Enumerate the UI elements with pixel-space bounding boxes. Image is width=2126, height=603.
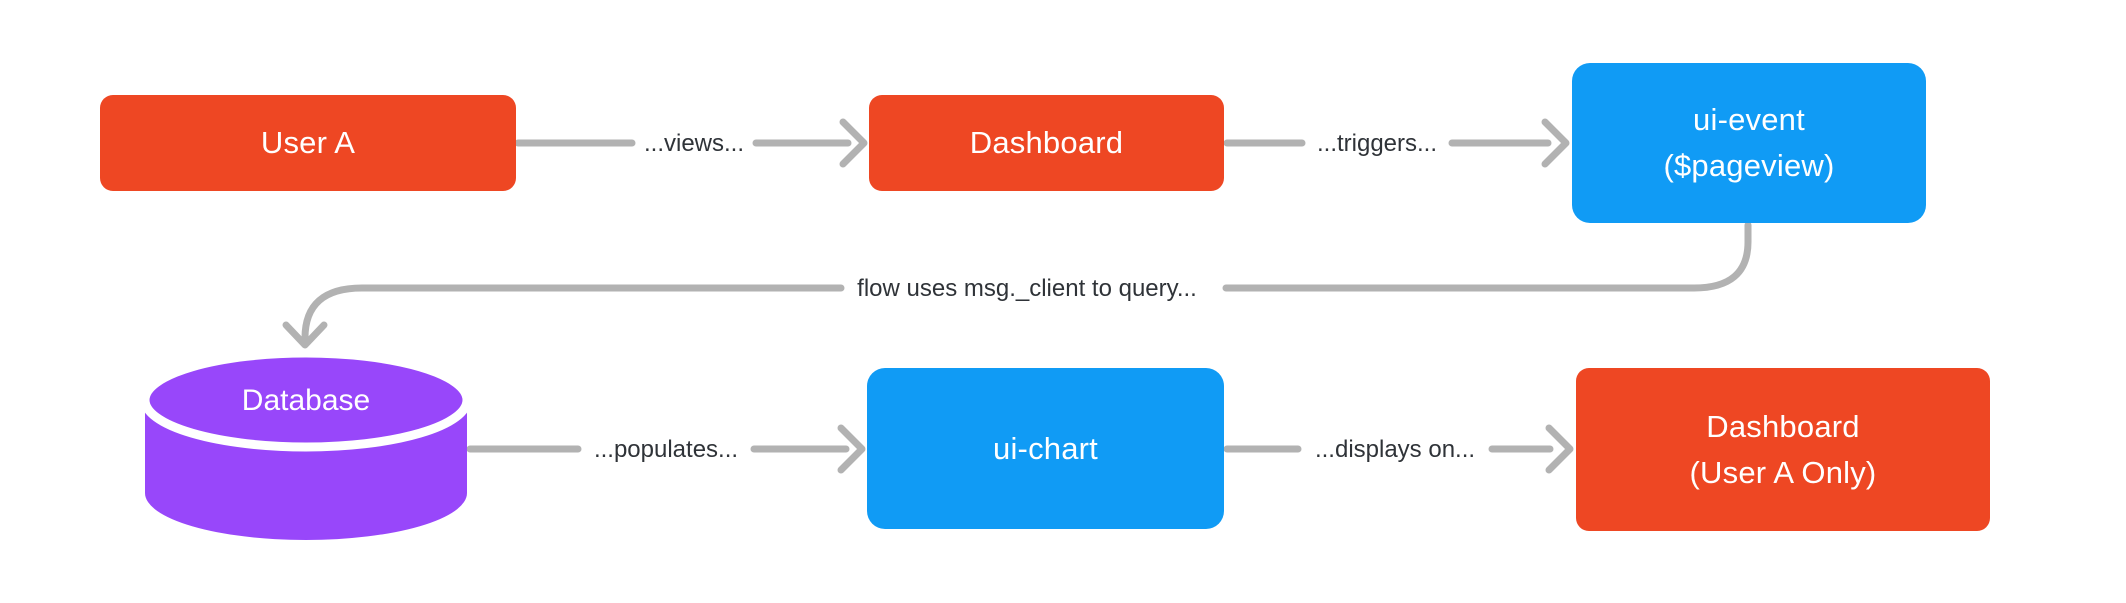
- node-dashboard-user-a-only: Dashboard (User A Only): [1576, 368, 1990, 531]
- edge-triggers-arrowhead-icon: [1541, 118, 1570, 168]
- edge-label-displays-on: ...displays on...: [1314, 436, 1476, 463]
- edge-populates-arrowhead-icon: [837, 424, 866, 474]
- edge-query-arrowhead-icon: [282, 321, 328, 349]
- edge-query-line-start: [1222, 221, 1752, 292]
- edge-displays-arrowhead-icon: [1545, 424, 1574, 474]
- edge-query-line-end: [301, 284, 845, 342]
- edge-label-views: ...views...: [643, 130, 745, 157]
- node-user-a: User A: [100, 95, 516, 191]
- node-ui-chart-label: ui-chart: [993, 430, 1098, 466]
- edge-label-query: flow uses msg._client to query...: [857, 275, 1197, 302]
- node-ui-chart: ui-chart: [867, 368, 1224, 529]
- database-cylinder-body: [145, 400, 467, 540]
- edge-label-populates: ...populates...: [593, 436, 739, 463]
- node-dashboard-label: Dashboard: [969, 125, 1124, 160]
- node-dashboard-user-a-only-label-line1: Dashboard: [1706, 408, 1860, 444]
- node-ui-event-label-line1: ui-event: [1693, 102, 1805, 137]
- edge-label-triggers: ...triggers...: [1316, 130, 1438, 157]
- node-dashboard-user-a-only-label-line2: (User A Only): [1689, 454, 1877, 490]
- node-user-a-label: User A: [260, 125, 356, 160]
- edge-views-arrowhead-icon: [839, 118, 868, 168]
- node-database-label: Database: [241, 384, 371, 417]
- node-ui-event: ui-event ($pageview): [1572, 63, 1926, 223]
- database-cylinder-top: [140, 348, 472, 452]
- node-dashboard: Dashboard: [869, 95, 1224, 191]
- node-ui-event-label-line2: ($pageview): [1663, 148, 1835, 183]
